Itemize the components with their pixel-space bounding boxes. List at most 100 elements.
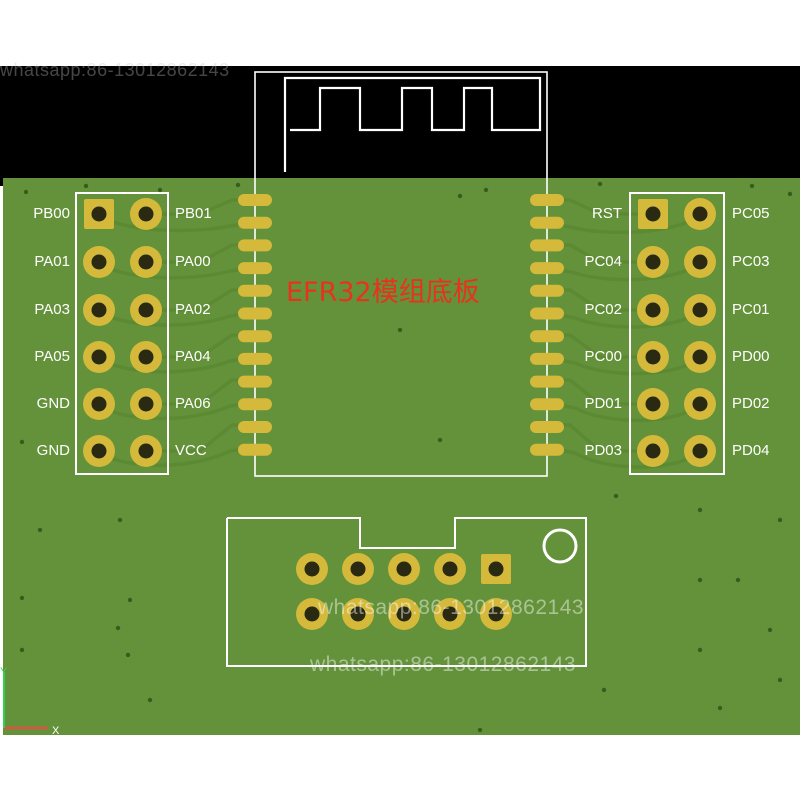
connector-pin-hole [488, 606, 504, 622]
module-left-pad [238, 284, 272, 297]
connector-pin-hole [488, 561, 504, 577]
via [767, 627, 773, 633]
module-right-pad [530, 307, 564, 320]
module-left-pad [238, 352, 272, 365]
right-header-pin-hole [645, 396, 661, 412]
via [787, 191, 793, 197]
pads-layer [83, 194, 716, 630]
left-header-right-label: PA04 [175, 348, 211, 365]
right-header-pin-hole [645, 254, 661, 270]
right-header-left-label: PD03 [584, 442, 622, 459]
via [735, 577, 741, 583]
via [437, 437, 443, 443]
antenna-trace [283, 76, 542, 172]
right-header-pin-hole [645, 349, 661, 365]
left-header-pin-hole [91, 302, 107, 318]
via [613, 493, 619, 499]
right-header-pin-hole [692, 349, 708, 365]
right-header-pin-hole [645, 206, 661, 222]
via [777, 677, 783, 683]
left-header-right-label: PA06 [175, 395, 211, 412]
right-header-outline [629, 192, 725, 475]
pin1-marker-circle [542, 528, 578, 564]
via [127, 597, 133, 603]
module-left-pad [238, 375, 272, 388]
left-header-outline [75, 192, 169, 475]
module-left-pad [238, 398, 272, 411]
right-header-right-label: PC05 [732, 205, 770, 222]
module-left-pad [238, 216, 272, 229]
left-header-left-label: PA01 [34, 253, 70, 270]
right-header-left-label: PC04 [584, 253, 622, 270]
right-header-left-label: PC02 [584, 301, 622, 318]
right-header-right-label: PC01 [732, 301, 770, 318]
connector-pin-hole [304, 561, 320, 577]
right-header-left-label: PC00 [584, 348, 622, 365]
via [777, 517, 783, 523]
right-header-pin-hole [692, 302, 708, 318]
watermark-top: whatsapp:86-13012862143 [0, 60, 230, 80]
via [19, 595, 25, 601]
right-header-right-label: PD00 [732, 348, 770, 365]
via [597, 181, 603, 187]
right-header-left-label: RST [592, 205, 622, 222]
right-header-pin-hole [692, 443, 708, 459]
module-right-pad [530, 352, 564, 365]
y-axis-label: Y [0, 666, 8, 678]
left-header-pin-hole [138, 396, 154, 412]
module-left-pad [238, 443, 272, 456]
via [83, 183, 89, 189]
left-header-left-label: GND [36, 442, 70, 459]
via [717, 705, 723, 711]
connector-pin-hole [350, 561, 366, 577]
connector-pin-hole [396, 561, 412, 577]
module-right-pad [530, 262, 564, 275]
via [19, 439, 25, 445]
via [749, 183, 755, 189]
module-right-pad [530, 421, 564, 433]
connector-pin-hole [442, 561, 458, 577]
left-header-pin-hole [91, 443, 107, 459]
left-header-pin-hole [91, 206, 107, 222]
right-header-right-label: PC03 [732, 253, 770, 270]
left-header-pin-hole [138, 349, 154, 365]
module-left-pad [238, 262, 272, 275]
bottom-connector-outline [226, 517, 587, 667]
right-header-pin-hole [645, 443, 661, 459]
connector-pin-hole [304, 606, 320, 622]
pcb-board [3, 178, 800, 735]
module-right-pad [530, 398, 564, 411]
watermark-bottom: whatsapp:86-13012862143 [310, 653, 577, 676]
board-background-top [0, 66, 800, 186]
module-right-pad [530, 216, 564, 229]
right-header-pin-hole [692, 254, 708, 270]
via [235, 182, 241, 188]
via [483, 187, 489, 193]
left-header-pin-hole [91, 349, 107, 365]
left-header-pin-hole [138, 302, 154, 318]
via [477, 727, 483, 733]
left-header-pin-hole [138, 254, 154, 270]
via [157, 187, 163, 193]
via [697, 577, 703, 583]
right-header-right-label: PD02 [732, 395, 770, 412]
left-header-left-label: PA03 [34, 301, 70, 318]
connector-pin-hole [350, 606, 366, 622]
left-header-right-label: PB01 [175, 205, 212, 222]
left-header-pin-hole [91, 254, 107, 270]
via [37, 527, 43, 533]
via [697, 647, 703, 653]
left-header-pin-hole [91, 396, 107, 412]
right-header-pin-hole [692, 206, 708, 222]
left-header-right-label: PA00 [175, 253, 211, 270]
via [397, 327, 403, 333]
module-right-pad [530, 330, 564, 343]
via [601, 687, 607, 693]
module-left-pad [238, 307, 272, 320]
module-right-pad [530, 375, 564, 388]
module-right-pad [530, 443, 564, 456]
left-header-left-label: GND [36, 395, 70, 412]
left-header-left-label: PB00 [33, 205, 70, 222]
module-right-pad [530, 284, 564, 297]
